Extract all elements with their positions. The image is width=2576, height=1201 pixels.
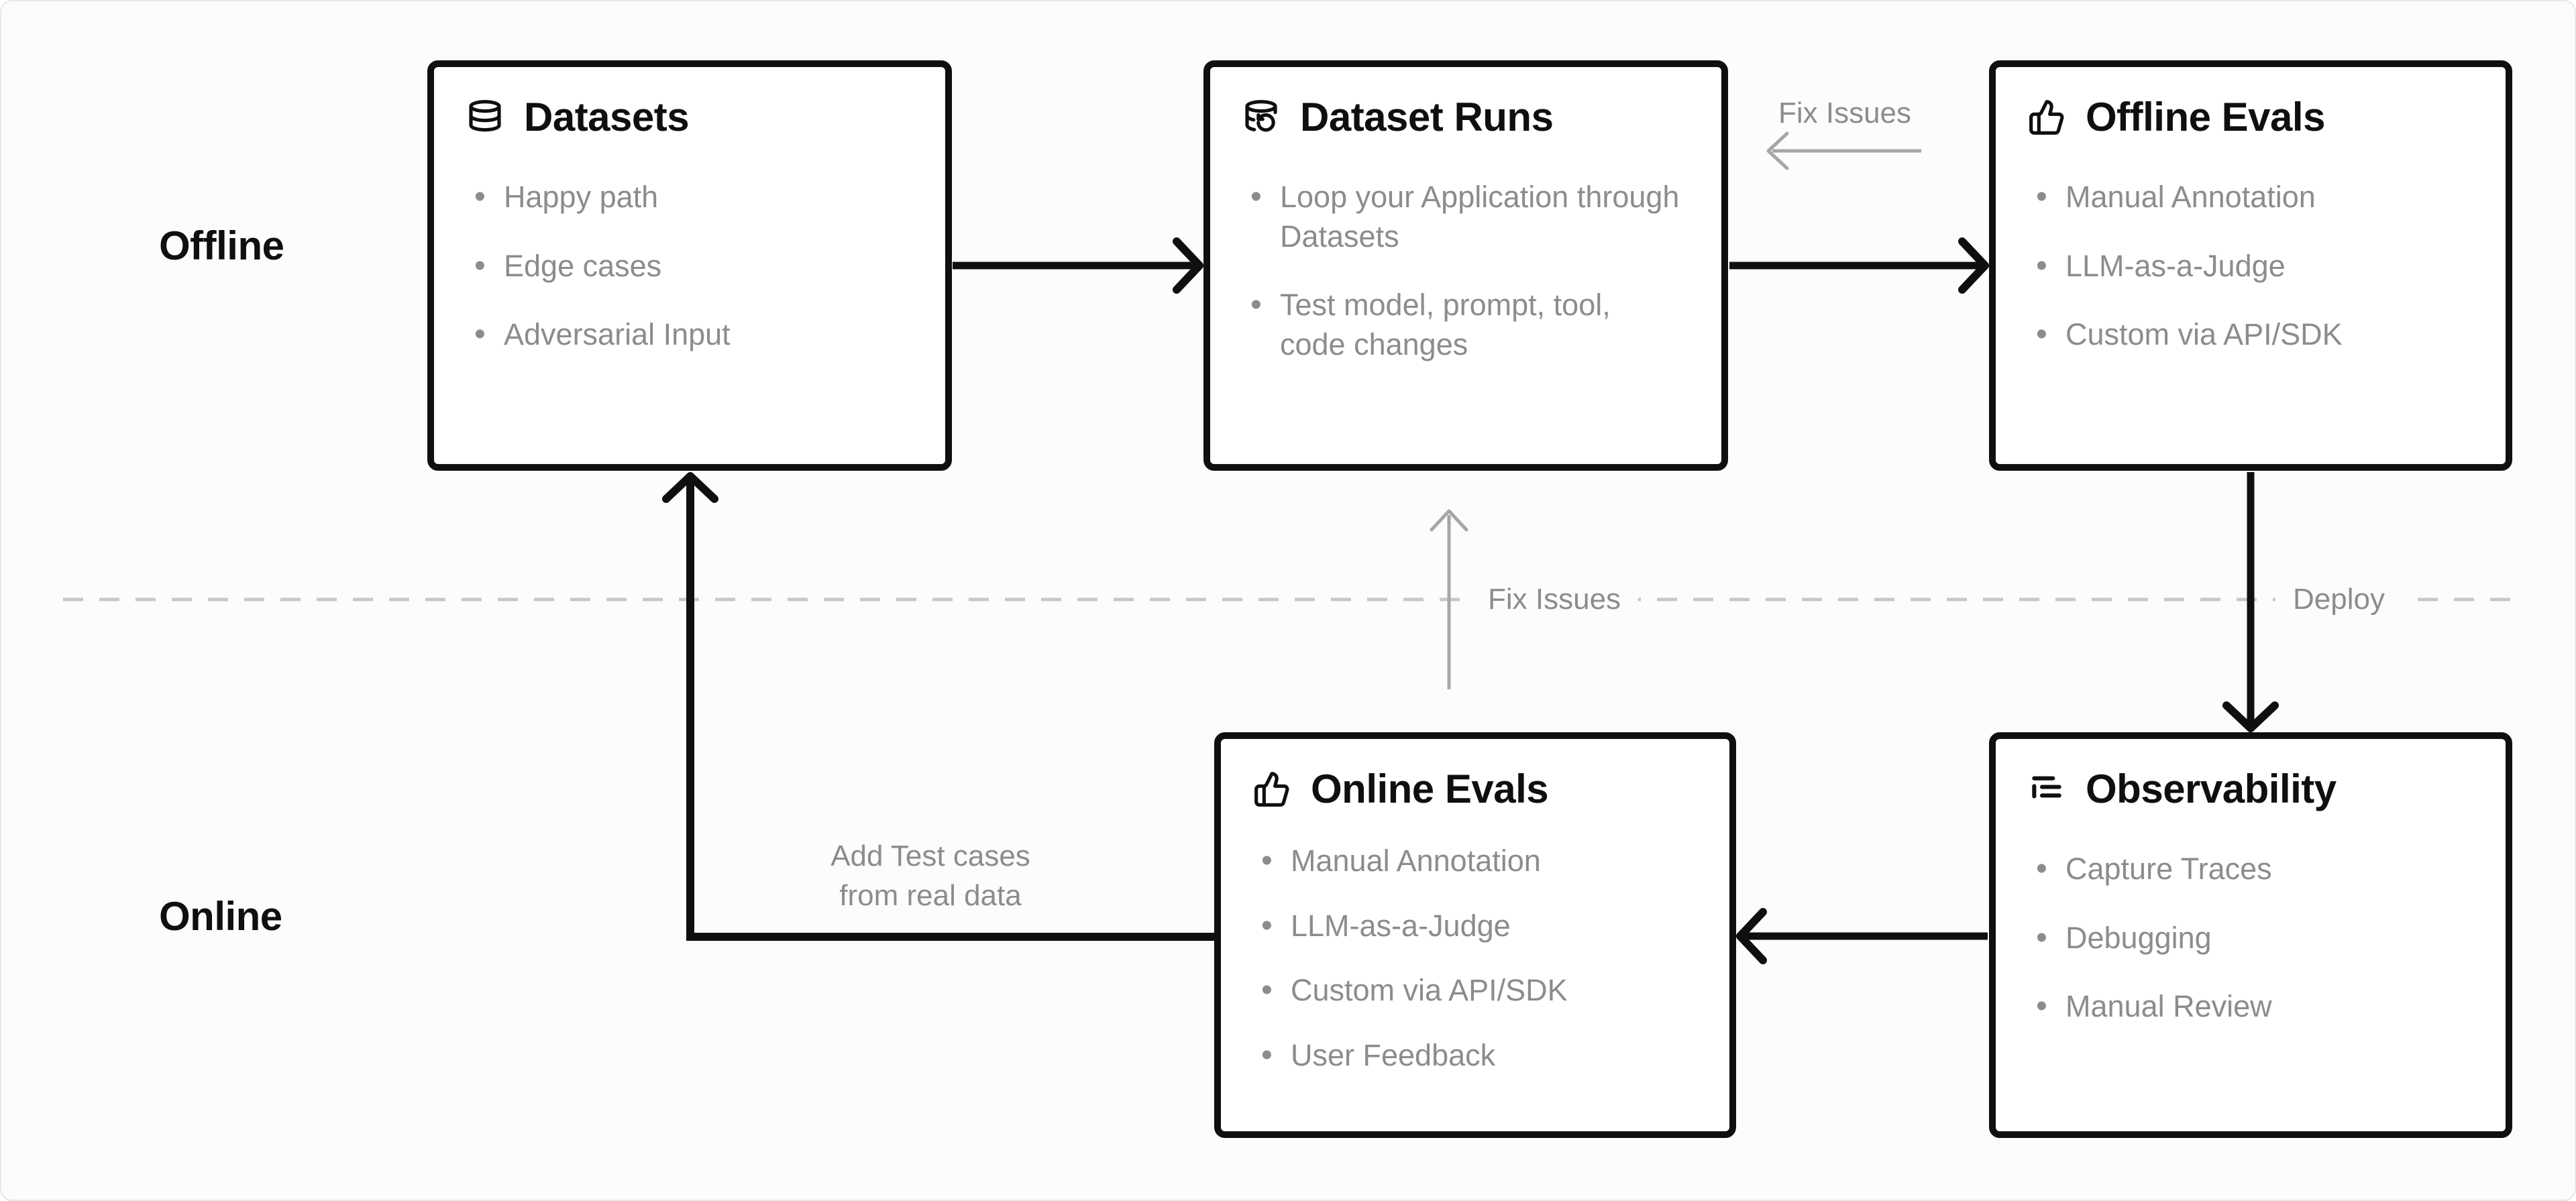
- bullet-item: Manual Review: [2033, 986, 2479, 1027]
- node-datasets-header: Datasets: [434, 67, 945, 140]
- label-deploy: Deploy: [2275, 578, 2402, 621]
- bullet-item: Custom via API/SDK: [1258, 970, 1703, 1011]
- node-offline-evals-header: Offline Evals: [1996, 67, 2506, 140]
- bullet-item: Debugging: [2033, 917, 2479, 959]
- label-add-test-cases-line1: Add Test cases: [830, 840, 1030, 872]
- bullet-item: Adversarial Input: [472, 314, 918, 355]
- bullet-item: Manual Annotation: [2033, 176, 2479, 218]
- arrowhead-datasets-to-dataset-runs: [1173, 237, 1203, 294]
- database-icon: [466, 99, 504, 136]
- bullet-item: Test model, prompt, tool, code changes: [1248, 284, 1682, 364]
- arrowhead-observability-to-online-evals: [1736, 908, 1767, 964]
- node-observability: Observability Capture Traces Debugging M…: [1989, 732, 2512, 1138]
- arrow-online-evals-to-datasets: [686, 479, 1214, 941]
- bullet-item: LLM-as-a-Judge: [1258, 905, 1703, 947]
- label-fix-issues-top: Fix Issues: [1778, 97, 1912, 129]
- lane-label-offline: Offline: [159, 223, 284, 268]
- bullet-item: Capture Traces: [2033, 848, 2479, 890]
- label-add-test-cases-line2: from real data: [839, 878, 1022, 912]
- node-observability-header: Observability: [1996, 739, 2506, 812]
- node-datasets-bullets: Happy path Edge cases Adversarial Input: [434, 176, 945, 355]
- node-title: Datasets: [524, 95, 690, 139]
- bullet-item: LLM-as-a-Judge: [2033, 245, 2479, 287]
- logs-icon: [2028, 770, 2065, 808]
- arrowhead-dataset-runs-to-offline-evals: [1958, 237, 1989, 294]
- bullet-item: Edge cases: [472, 245, 918, 287]
- node-dataset-runs: Dataset Runs Loop your Application throu…: [1203, 60, 1728, 471]
- bullet-item: Custom via API/SDK: [2033, 314, 2479, 355]
- label-fix-issues-mid: Fix Issues: [1470, 578, 1639, 621]
- node-title: Offline Evals: [2086, 95, 2325, 139]
- node-offline-evals: Offline Evals Manual Annotation LLM-as-a…: [1989, 60, 2512, 471]
- node-title: Dataset Runs: [1300, 95, 1554, 139]
- thumbs-up-icon: [2028, 99, 2065, 136]
- node-observability-bullets: Capture Traces Debugging Manual Review: [1996, 848, 2506, 1027]
- database-refresh-icon: [1242, 99, 1280, 136]
- arrowhead-fix-issues-top: [1766, 131, 1789, 170]
- bullet-item: Loop your Application through Datasets: [1248, 176, 1682, 256]
- arrowhead-fix-issues-mid: [1430, 509, 1468, 532]
- node-dataset-runs-bullets: Loop your Application through Datasets T…: [1210, 176, 1721, 364]
- thumbs-up-icon: [1253, 770, 1291, 808]
- arrowhead-online-evals-to-datasets: [662, 472, 718, 503]
- node-title: Observability: [2086, 766, 2337, 811]
- label-add-test-cases: Add Test cases from real data: [830, 837, 1030, 916]
- node-online-evals-header: Online Evals: [1221, 739, 1729, 812]
- lane-label-online: Online: [159, 894, 282, 939]
- node-datasets: Datasets Happy path Edge cases Adversari…: [427, 60, 952, 471]
- node-online-evals-bullets: Manual Annotation LLM-as-a-Judge Custom …: [1221, 840, 1729, 1076]
- node-offline-evals-bullets: Manual Annotation LLM-as-a-Judge Custom …: [1996, 176, 2506, 355]
- bullet-item: Manual Annotation: [1258, 840, 1703, 882]
- arrowhead-offline-evals-to-observability: [2222, 701, 2279, 732]
- bullet-item: User Feedback: [1258, 1035, 1703, 1076]
- bullet-item: Happy path: [472, 176, 918, 218]
- node-dataset-runs-header: Dataset Runs: [1210, 67, 1721, 140]
- node-online-evals: Online Evals Manual Annotation LLM-as-a-…: [1214, 732, 1736, 1138]
- node-title: Online Evals: [1311, 766, 1549, 811]
